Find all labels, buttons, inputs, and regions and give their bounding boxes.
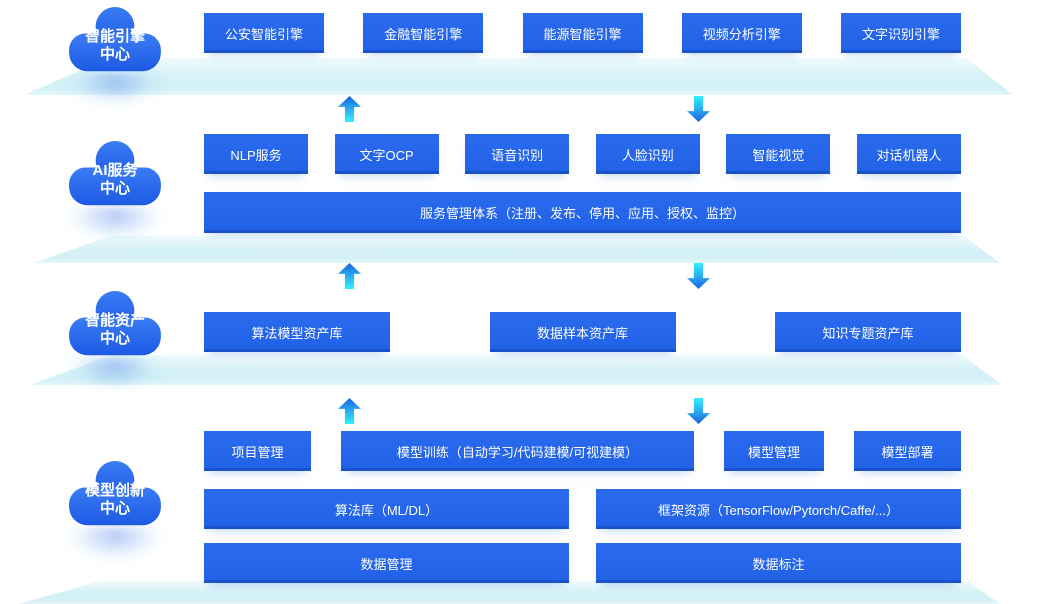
- cloud-icon: [69, 461, 161, 526]
- cloud-label: 模型创新 中心: [64, 460, 166, 532]
- cloud-engine-center: 智能引擎 中心: [64, 6, 166, 78]
- up-arrow-icon: [338, 263, 361, 289]
- model-innovation-row-3: 数据管理 数据标注: [204, 543, 961, 583]
- box-energy-engine: 能源智能引擎: [522, 13, 643, 53]
- up-arrow-icon: [338, 96, 361, 122]
- box-model-management: 模型管理: [724, 431, 824, 471]
- box-model-deployment: 模型部署: [854, 431, 961, 471]
- cloud-label: 智能资产 中心: [64, 290, 166, 362]
- platform-asset-center: [30, 355, 1002, 385]
- box-video-analysis-engine: 视频分析引擎: [681, 13, 802, 53]
- cloud-label-line2: 中心: [99, 180, 130, 197]
- cloud-model-innovation-center: 模型创新 中心: [64, 460, 166, 532]
- box-algorithm-model-asset-library: 算法模型资产库: [204, 312, 390, 352]
- cloud-label-line1: 智能资产: [84, 312, 145, 329]
- box-nlp-service: NLP服务: [204, 134, 308, 174]
- box-data-sample-asset-library: 数据样本资产库: [489, 312, 676, 352]
- down-arrow-icon: [687, 263, 710, 289]
- cloud-label-line1: AI服务: [92, 162, 138, 179]
- engine-boxes-row: 公安智能引擎 金融智能引擎 能源智能引擎 视频分析引擎 文字识别引擎: [204, 13, 961, 53]
- cloud-ai-service-center: AI服务 中心: [64, 140, 166, 212]
- down-arrow-icon: [687, 96, 710, 122]
- cloud-icon: [69, 7, 161, 72]
- box-knowledge-topic-asset-library: 知识专题资产库: [775, 312, 961, 352]
- cloud-label: AI服务 中心: [64, 140, 166, 212]
- up-arrow-icon: [338, 398, 361, 424]
- box-data-annotation: 数据标注: [596, 543, 961, 583]
- box-service-management-system: 服务管理体系（注册、发布、停用、应用、授权、监控）: [204, 192, 961, 233]
- cloud-label-line1: 模型创新: [84, 482, 145, 499]
- model-innovation-row-1: 项目管理 模型训练（自动学习/代码建模/可视建模） 模型管理 模型部署: [204, 431, 961, 471]
- platform-ai-service-center: [34, 236, 1000, 263]
- cloud-label-line2: 中心: [99, 330, 130, 347]
- platform-model-innovation-center: [18, 581, 1000, 604]
- box-face-recognition: 人脸识别: [595, 134, 700, 174]
- cloud-label-line2: 中心: [99, 46, 130, 63]
- box-algorithm-library: 算法库（ML/DL）: [204, 489, 569, 529]
- cloud-icon: [69, 291, 161, 356]
- platform-engine-center: [24, 58, 1013, 95]
- box-text-ocp: 文字OCP: [334, 134, 439, 174]
- box-finance-engine: 金融智能引擎: [363, 13, 484, 53]
- box-data-management: 数据管理: [204, 543, 569, 583]
- box-framework-resources: 框架资源（TensorFlow/Pytorch/Caffe/...）: [596, 489, 961, 529]
- box-chatbot: 对话机器人: [856, 134, 961, 174]
- box-project-management: 项目管理: [204, 431, 311, 471]
- box-intelligent-vision: 智能视觉: [726, 134, 831, 174]
- down-arrow-icon: [687, 398, 710, 424]
- cloud-label-line2: 中心: [99, 500, 130, 517]
- box-model-training: 模型训练（自动学习/代码建模/可视建模）: [341, 431, 694, 471]
- box-text-recognition-engine: 文字识别引擎: [841, 13, 961, 53]
- cloud-label-line1: 智能引擎: [84, 28, 145, 45]
- box-speech-recognition: 语音识别: [465, 134, 570, 174]
- ai-service-boxes-row: NLP服务 文字OCP 语音识别 人脸识别 智能视觉 对话机器人: [204, 134, 961, 174]
- box-public-security-engine: 公安智能引擎: [204, 13, 324, 53]
- cloud-asset-center: 智能资产 中心: [64, 290, 166, 362]
- cloud-label: 智能引擎 中心: [64, 6, 166, 78]
- cloud-icon: [69, 141, 161, 206]
- asset-boxes-row: 算法模型资产库 数据样本资产库 知识专题资产库: [204, 312, 961, 352]
- model-innovation-row-2: 算法库（ML/DL） 框架资源（TensorFlow/Pytorch/Caffe…: [204, 489, 961, 529]
